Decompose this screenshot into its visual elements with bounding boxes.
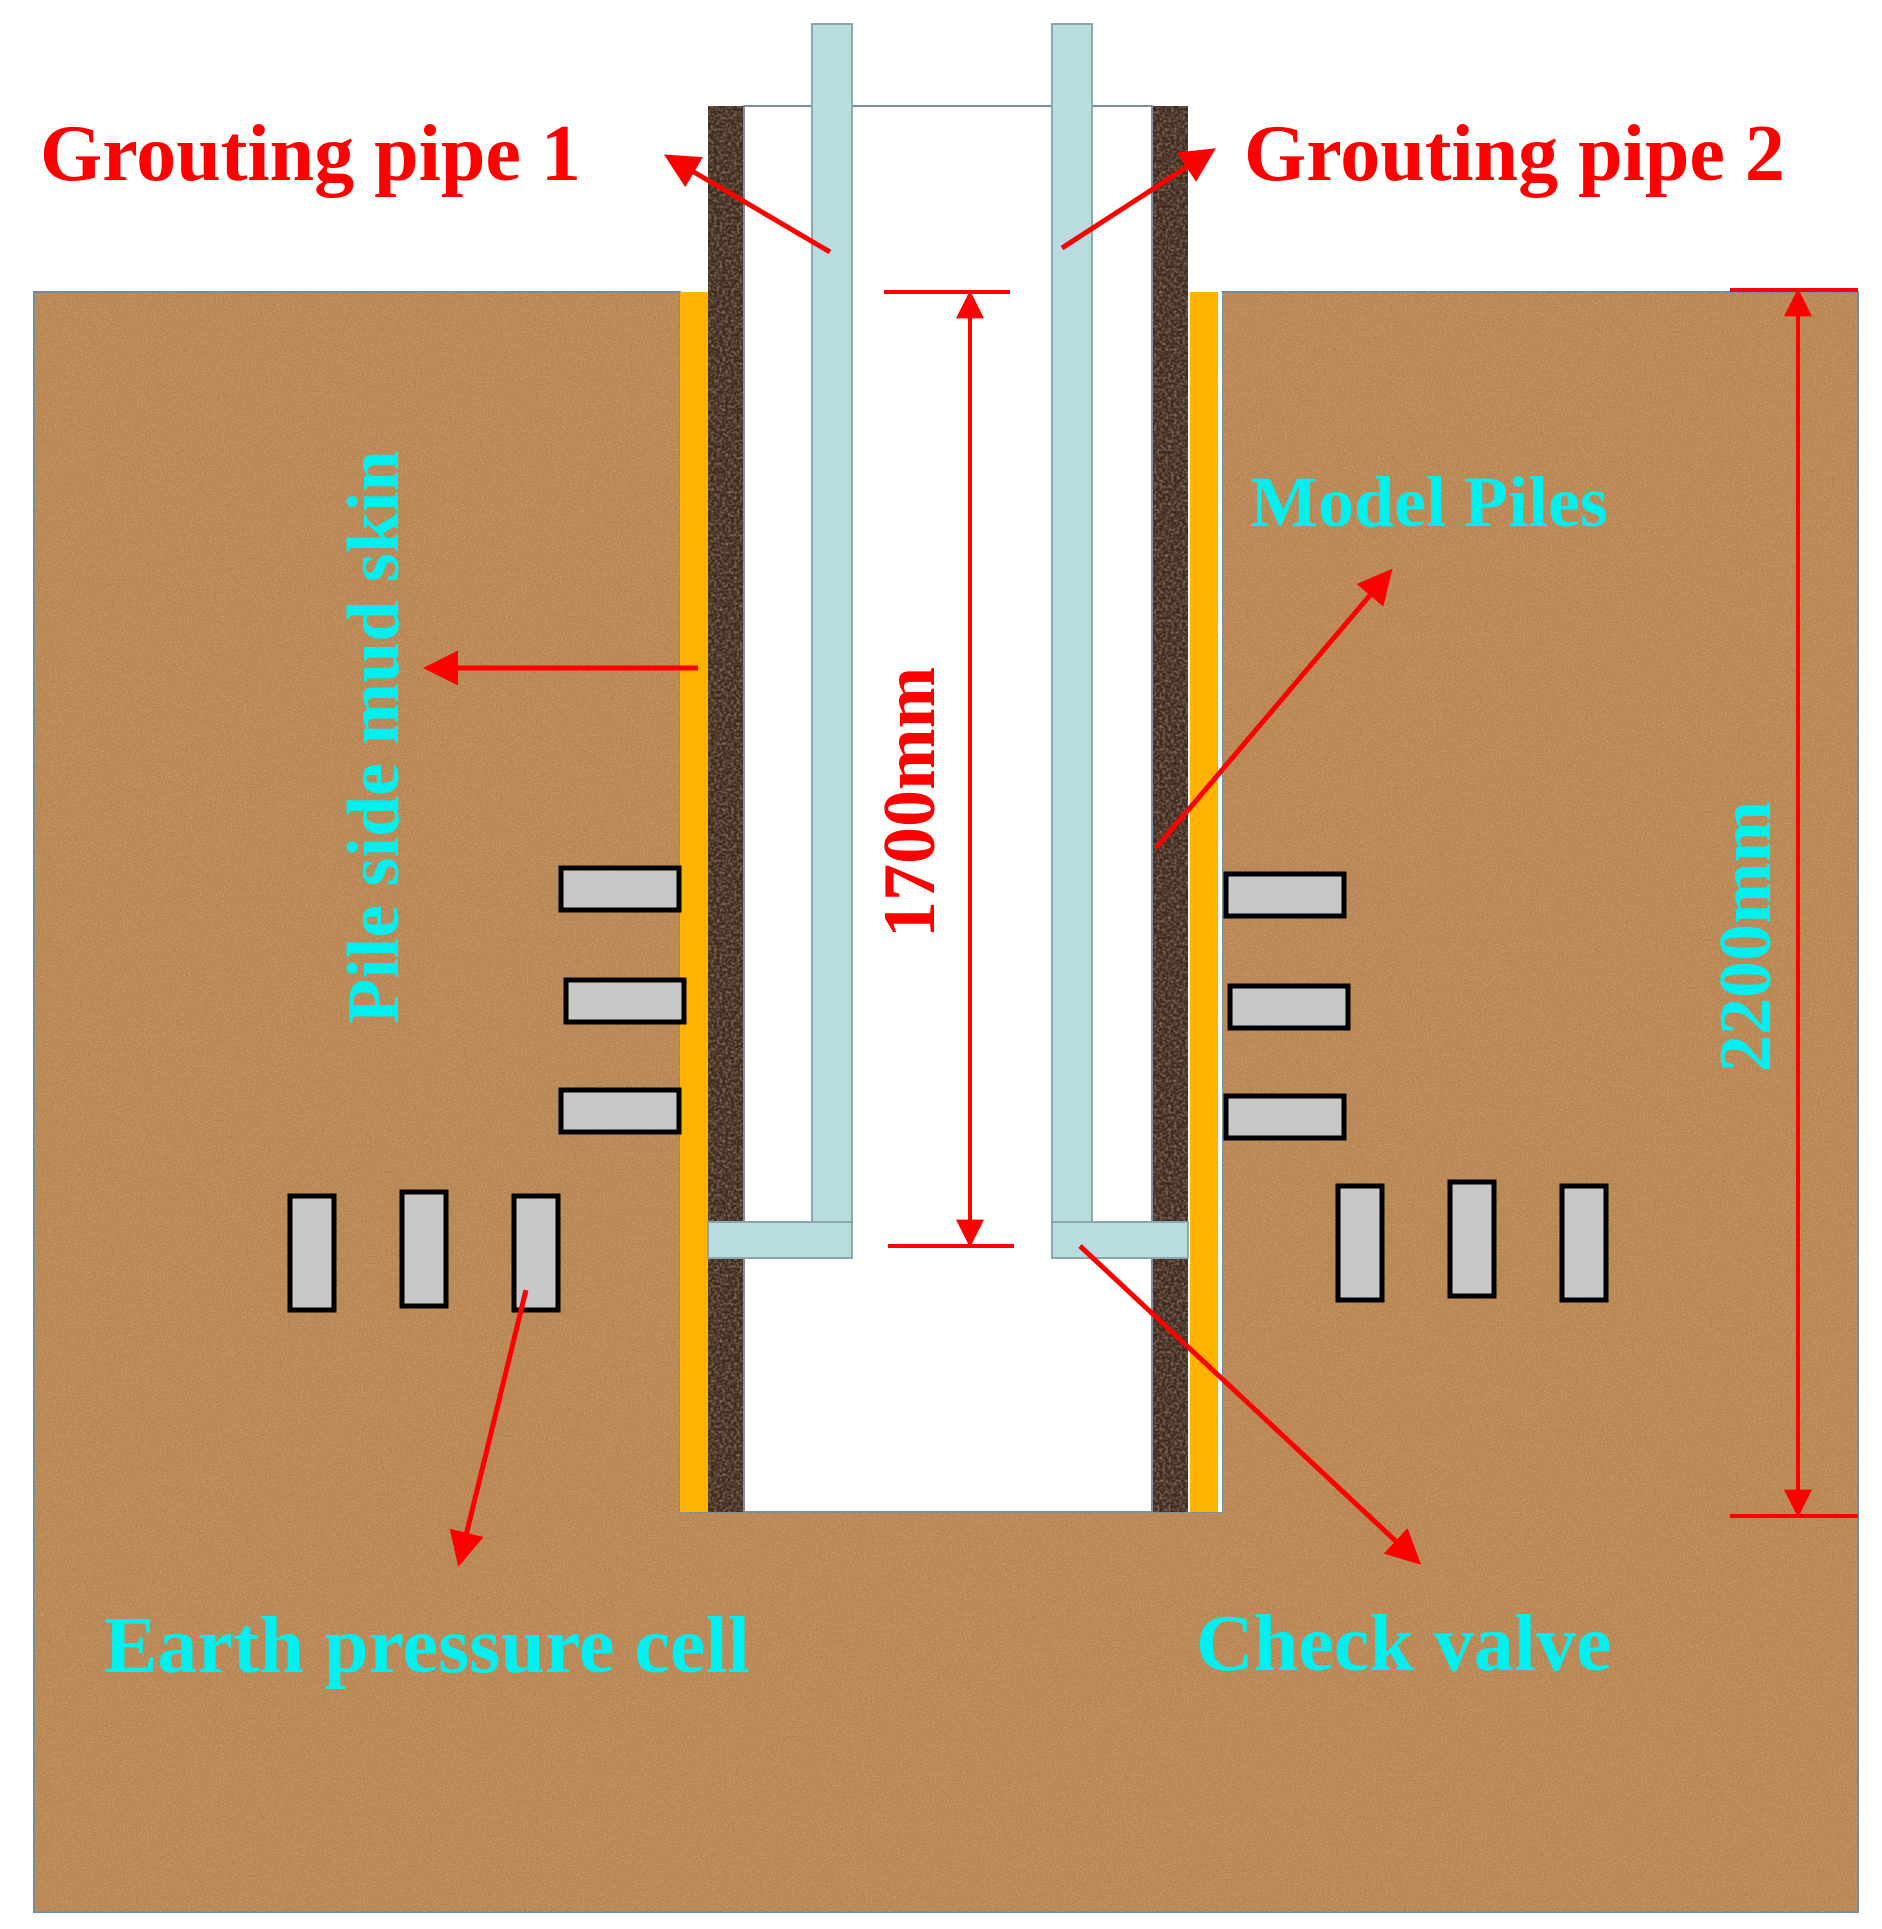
earth-pressure-cell — [558, 865, 682, 913]
label-grouting-pipe-1: Grouting pipe 1 — [40, 110, 581, 198]
dimension-1700 — [884, 290, 1014, 1248]
soil-ground — [33, 291, 1859, 1913]
earth-pressure-cell — [1227, 983, 1351, 1031]
grouting-pipes — [707, 23, 1189, 1259]
earth-pressure-cell — [399, 1189, 449, 1309]
label-dim-1700: 1700mm — [869, 667, 951, 938]
pile-hole-interior — [680, 292, 1222, 1512]
soil-texture — [34, 292, 1858, 1912]
label-grouting-pipe-2: Grouting pipe 2 — [1244, 110, 1785, 198]
dimension-2200 — [1730, 288, 1858, 1518]
label-pile-side-mud-skin: Pile side mud skin — [333, 450, 415, 1024]
pile-side-mud-skin-right — [1190, 292, 1218, 1512]
earth-pressure-cell — [1559, 1183, 1609, 1303]
labels: Grouting pipe 1 Grouting pipe 2 Model Pi… — [40, 110, 1787, 1690]
earth-pressure-cell — [1223, 1093, 1347, 1141]
label-model-piles: Model Piles — [1250, 462, 1608, 542]
earth-pressure-cell — [1447, 1179, 1497, 1299]
model-pile — [708, 105, 1188, 1513]
model-pile-wall-left-texture — [708, 106, 744, 1512]
pile-side-mud-skin-left — [680, 292, 708, 1512]
grouting-pipe-1-vertical — [811, 23, 853, 1225]
arrow-check-valve — [1078, 1244, 1422, 1565]
earth-pressure-cells — [287, 865, 1609, 1313]
pointer-arrows — [423, 148, 1422, 1567]
arrow-grouting-pipe-2 — [1060, 148, 1216, 251]
earth-pressure-cell — [563, 977, 687, 1025]
grouting-pipe-1-horizontal — [707, 1221, 853, 1259]
model-pile-wall-right-texture — [1152, 106, 1188, 1512]
label-earth-pressure-cell: Earth pressure cell — [104, 1602, 750, 1690]
arrow-earth-pressure-cell — [449, 1289, 529, 1567]
label-dim-2200: 2200mm — [1705, 801, 1787, 1072]
earth-pressure-cell — [511, 1193, 561, 1313]
grouting-pipe-2-horizontal — [1051, 1221, 1189, 1259]
earth-pressure-cell — [287, 1193, 337, 1313]
arrow-model-piles — [1154, 568, 1393, 850]
grouting-pipe-2-vertical — [1051, 23, 1093, 1225]
arrow-grouting-pipe-1 — [663, 154, 832, 255]
earth-pressure-cell — [558, 1087, 682, 1135]
earth-pressure-cell — [1223, 871, 1347, 919]
earth-pressure-cell — [1335, 1183, 1385, 1303]
model-pile-inner-outline — [743, 105, 1153, 1513]
label-check-valve: Check valve — [1196, 1600, 1612, 1688]
